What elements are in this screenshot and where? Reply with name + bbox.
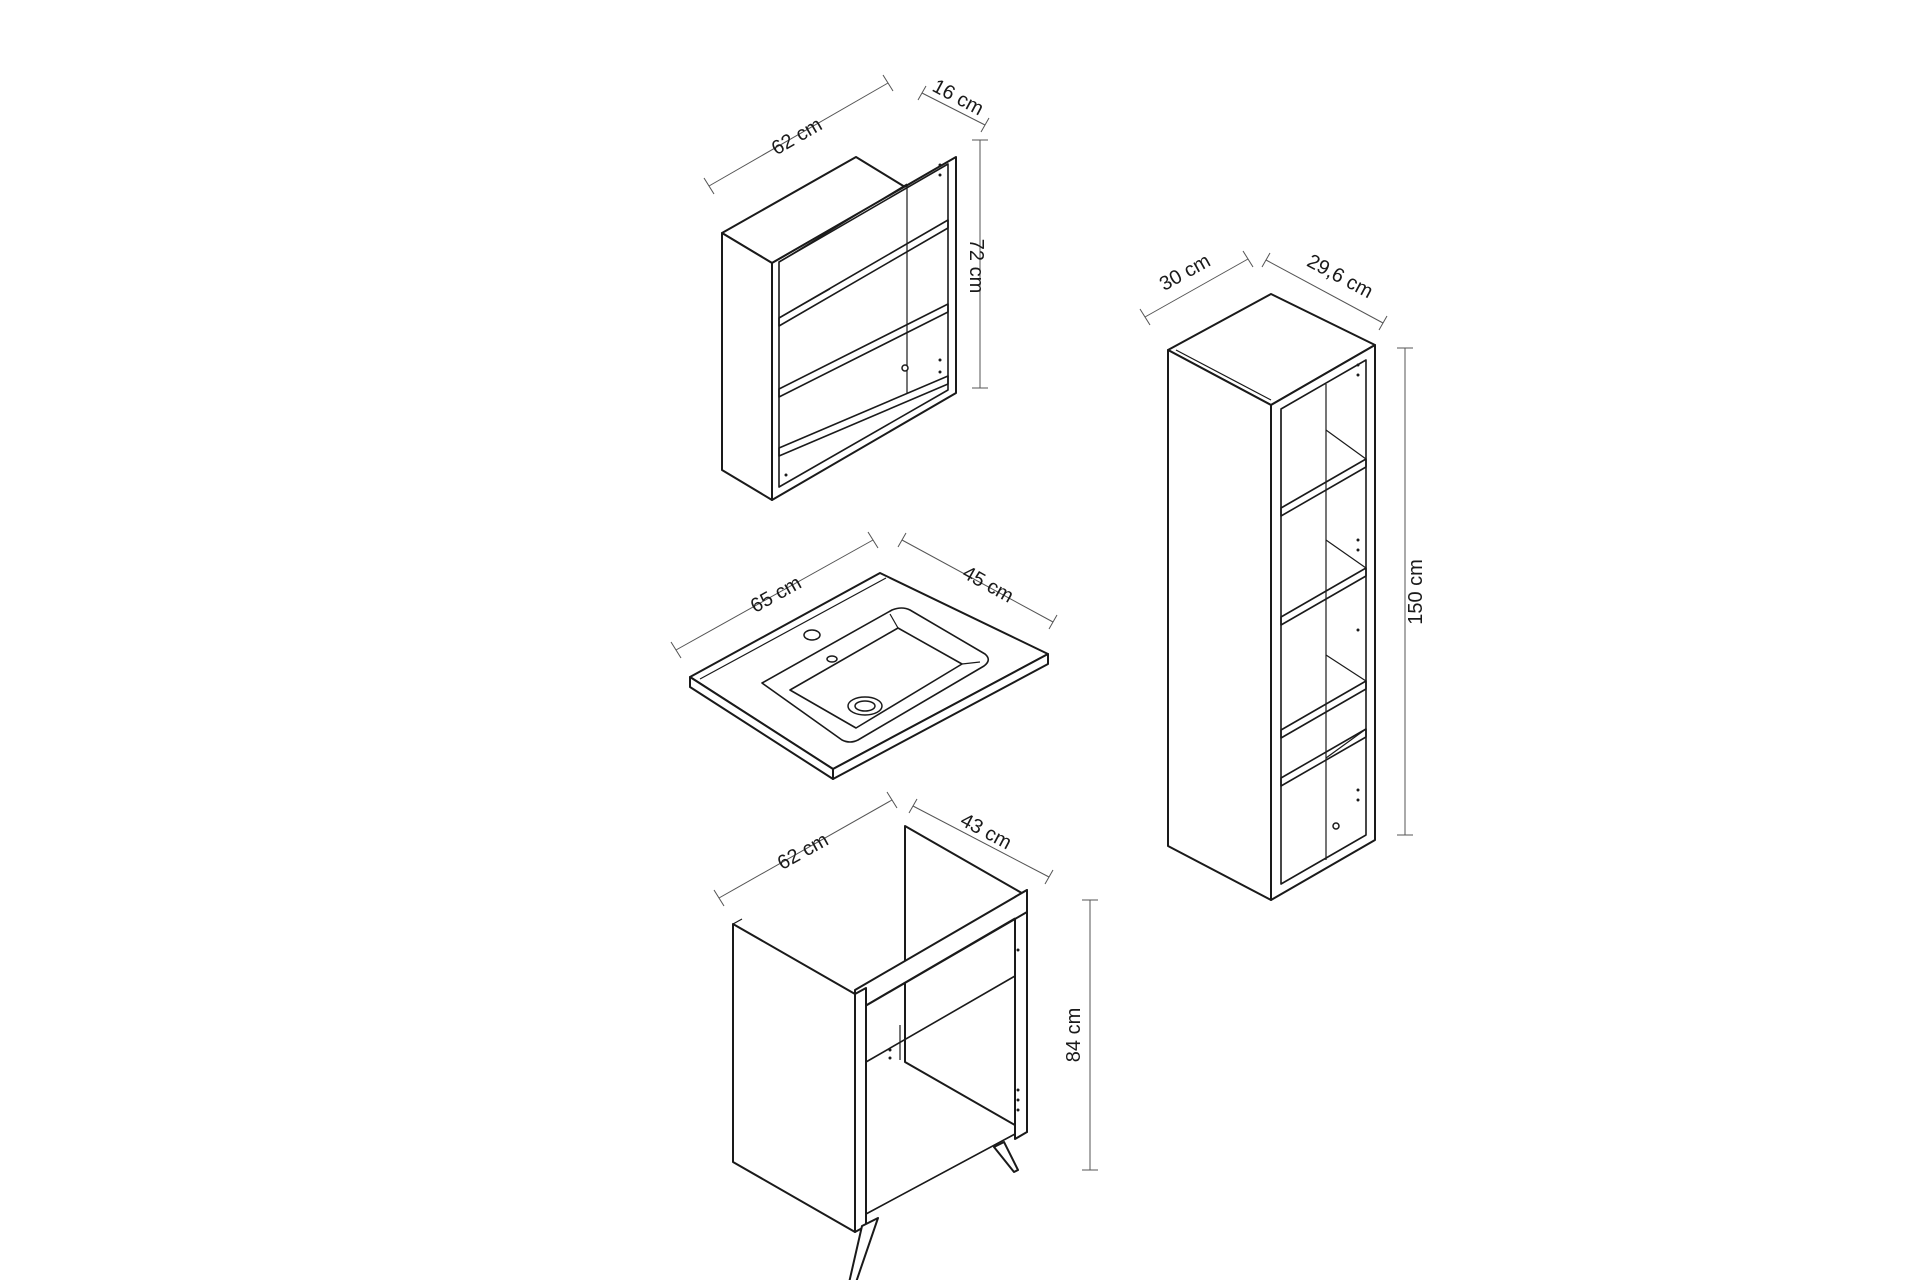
sink-basin-rim <box>761 607 990 743</box>
wall-cabinet-depth-label: 16 cm <box>929 75 987 120</box>
base-cabinet-depth-label: 43 cm <box>957 809 1015 854</box>
base-cabinet-front-edge <box>854 987 867 1233</box>
tall-cabinet-side <box>1167 349 1272 901</box>
wall-cabinet-dimension-lines <box>703 74 990 389</box>
sink-countertop <box>689 572 1049 770</box>
sink-tap-hole <box>803 629 821 641</box>
base-cabinet-front-leg <box>848 1217 879 1280</box>
tall-shelf-4 <box>1280 728 1367 787</box>
wall-shelf-2 <box>778 303 949 398</box>
wall-cabinet-opening <box>778 163 949 488</box>
tall-cabinet-depth-label: 29,6 cm <box>1303 250 1376 303</box>
sink-depth-label: 45 cm <box>959 562 1017 608</box>
base-cabinet-left-side <box>732 923 856 1233</box>
tall-cabinet <box>1167 293 1376 901</box>
sink-width-label: 65 cm <box>747 572 805 618</box>
sink-dimension-lines <box>670 531 1058 659</box>
wall-cabinet-height-label: 72 cm <box>965 239 987 293</box>
tall-cabinet-width-label: 30 cm <box>1156 250 1214 296</box>
tall-cabinet-opening <box>1280 359 1367 885</box>
base-cabinet-right-edge <box>1014 889 1028 1140</box>
wall-shelf-1 <box>778 219 949 327</box>
sink-side-edge <box>832 653 1049 780</box>
base-cabinet-dimension-lines <box>713 791 1098 1171</box>
wall-cabinet-side <box>721 232 773 501</box>
base-cabinet <box>732 825 1028 1280</box>
tall-cabinet-front-frame <box>1270 344 1376 901</box>
wall-cabinet-width-label: 62 cm <box>768 114 826 160</box>
tall-cabinet-dimension-lines <box>1139 250 1413 836</box>
tall-shelf-1 <box>1280 458 1367 517</box>
wall-shelf-cabinet <box>721 156 957 501</box>
base-cabinet-back-leg <box>993 1141 1019 1173</box>
tall-cabinet-height-label: 150 cm <box>1405 559 1427 625</box>
base-cabinet-width-label: 62 cm <box>774 829 832 875</box>
wall-shelf-3 <box>778 375 949 457</box>
base-cabinet-height-label: 84 cm <box>1063 1008 1085 1062</box>
sink-top <box>689 572 1049 780</box>
tall-shelf-2 <box>1280 567 1367 626</box>
tall-shelf-3 <box>1280 680 1367 739</box>
